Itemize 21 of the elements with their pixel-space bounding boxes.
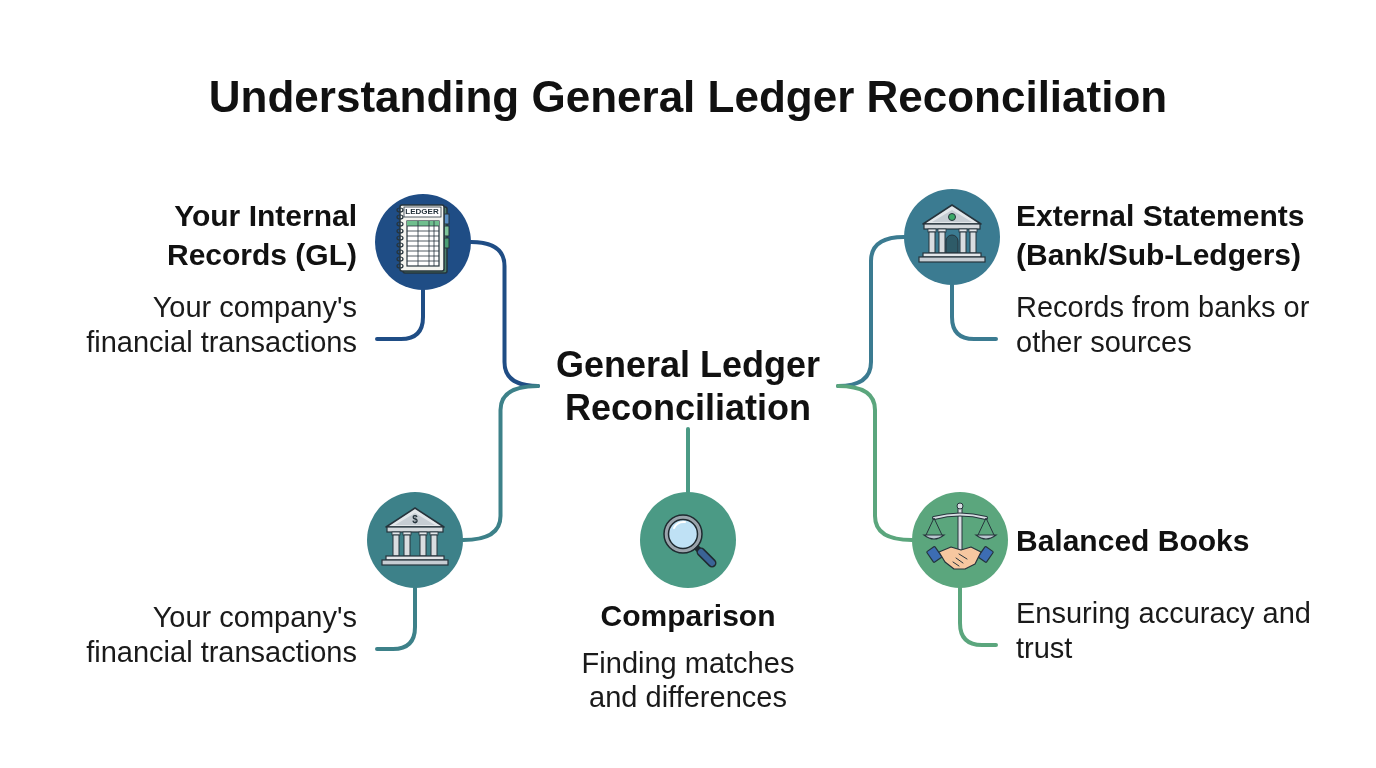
description-text: Your company's financial transactions: [57, 290, 377, 360]
description-text: Records from banks or other sources: [996, 290, 1336, 360]
connector-line: [461, 384, 540, 542]
bank-building-icon: [367, 492, 463, 588]
connector-line: [375, 586, 417, 651]
node-heading: External Statements (Bank/Sub-Ledgers): [1016, 198, 1306, 273]
central-topic: General Ledger Reconciliation: [538, 343, 838, 429]
description-text: Your company's financial transactions: [57, 600, 377, 670]
connector-line: [950, 283, 998, 341]
connector-line: [375, 288, 425, 341]
node-heading: Your Internal Records (GL): [165, 198, 357, 273]
connector-line: [686, 427, 690, 494]
node-heading: Balanced Books: [1016, 522, 1250, 559]
description-text: Ensuring accuracy and trust: [996, 596, 1336, 666]
diagram-title: Understanding General Ledger Reconciliation: [208, 71, 1168, 123]
connector-line: [836, 384, 914, 542]
book-cover-text: LEDGER: [404, 207, 440, 217]
connector-line: [958, 586, 998, 647]
description-text: Finding matches and differences: [580, 646, 796, 714]
currency-symbol: $: [411, 514, 419, 526]
node-heading: Comparison: [600, 598, 776, 634]
